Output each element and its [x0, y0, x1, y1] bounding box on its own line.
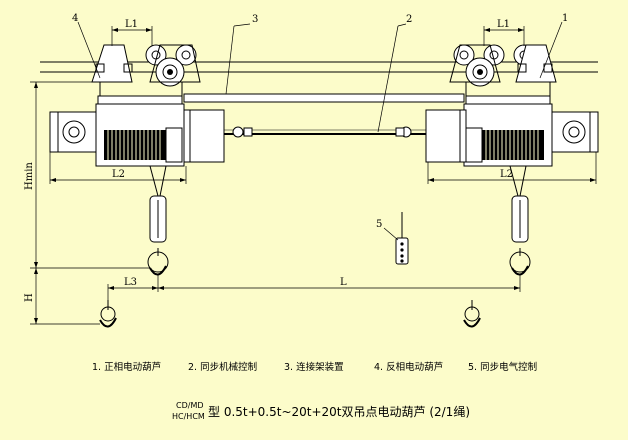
dim-h: H	[24, 293, 35, 302]
dim-l3: L3	[124, 277, 137, 288]
diagram-title: CD/MD HC/HCM 型 0.5t+0.5t~20t+20t双吊点电动葫芦 …	[172, 401, 470, 421]
callout-5: 5	[376, 219, 382, 230]
left-hoist	[49, 44, 225, 276]
callout-2: 2	[406, 14, 412, 25]
legend-item: 5. 同步电气控制	[468, 361, 537, 373]
model-bottom: HC/HCM	[172, 412, 205, 421]
legend-item: 3. 连接架装置	[284, 361, 344, 373]
title-text: 型 0.5t+0.5t~20t+20t双吊点电动葫芦 (2/1绳)	[208, 405, 470, 419]
legend-item: 1. 正相电动葫芦	[92, 361, 161, 373]
dim-l2-right: L2	[500, 169, 513, 180]
connecting-frame	[183, 93, 465, 138]
dimension-arrows	[34, 28, 596, 324]
dim-l2-left: L2	[112, 169, 125, 180]
legend: 1. 正相电动葫芦 2. 同步机械控制 3. 连接架装置 4. 反相电动葫芦 5…	[92, 361, 537, 373]
dim-l: L	[340, 277, 347, 288]
dim-l1-left: L1	[125, 19, 138, 30]
legend-item: 4. 反相电动葫芦	[374, 361, 443, 373]
legend-item: 2. 同步机械控制	[188, 361, 257, 373]
dim-hmin: Hmin	[24, 162, 35, 190]
right-hoist	[425, 44, 599, 276]
pendant-control	[395, 212, 409, 265]
callout-4: 4	[72, 13, 78, 24]
dim-l1-right: L1	[497, 19, 510, 30]
callout-3: 3	[252, 14, 258, 25]
lower-hook-right	[463, 300, 481, 328]
dimension-lines	[30, 21, 597, 325]
callout-1: 1	[562, 13, 568, 24]
lower-hook-left	[99, 300, 117, 328]
model-top: CD/MD	[176, 401, 204, 410]
